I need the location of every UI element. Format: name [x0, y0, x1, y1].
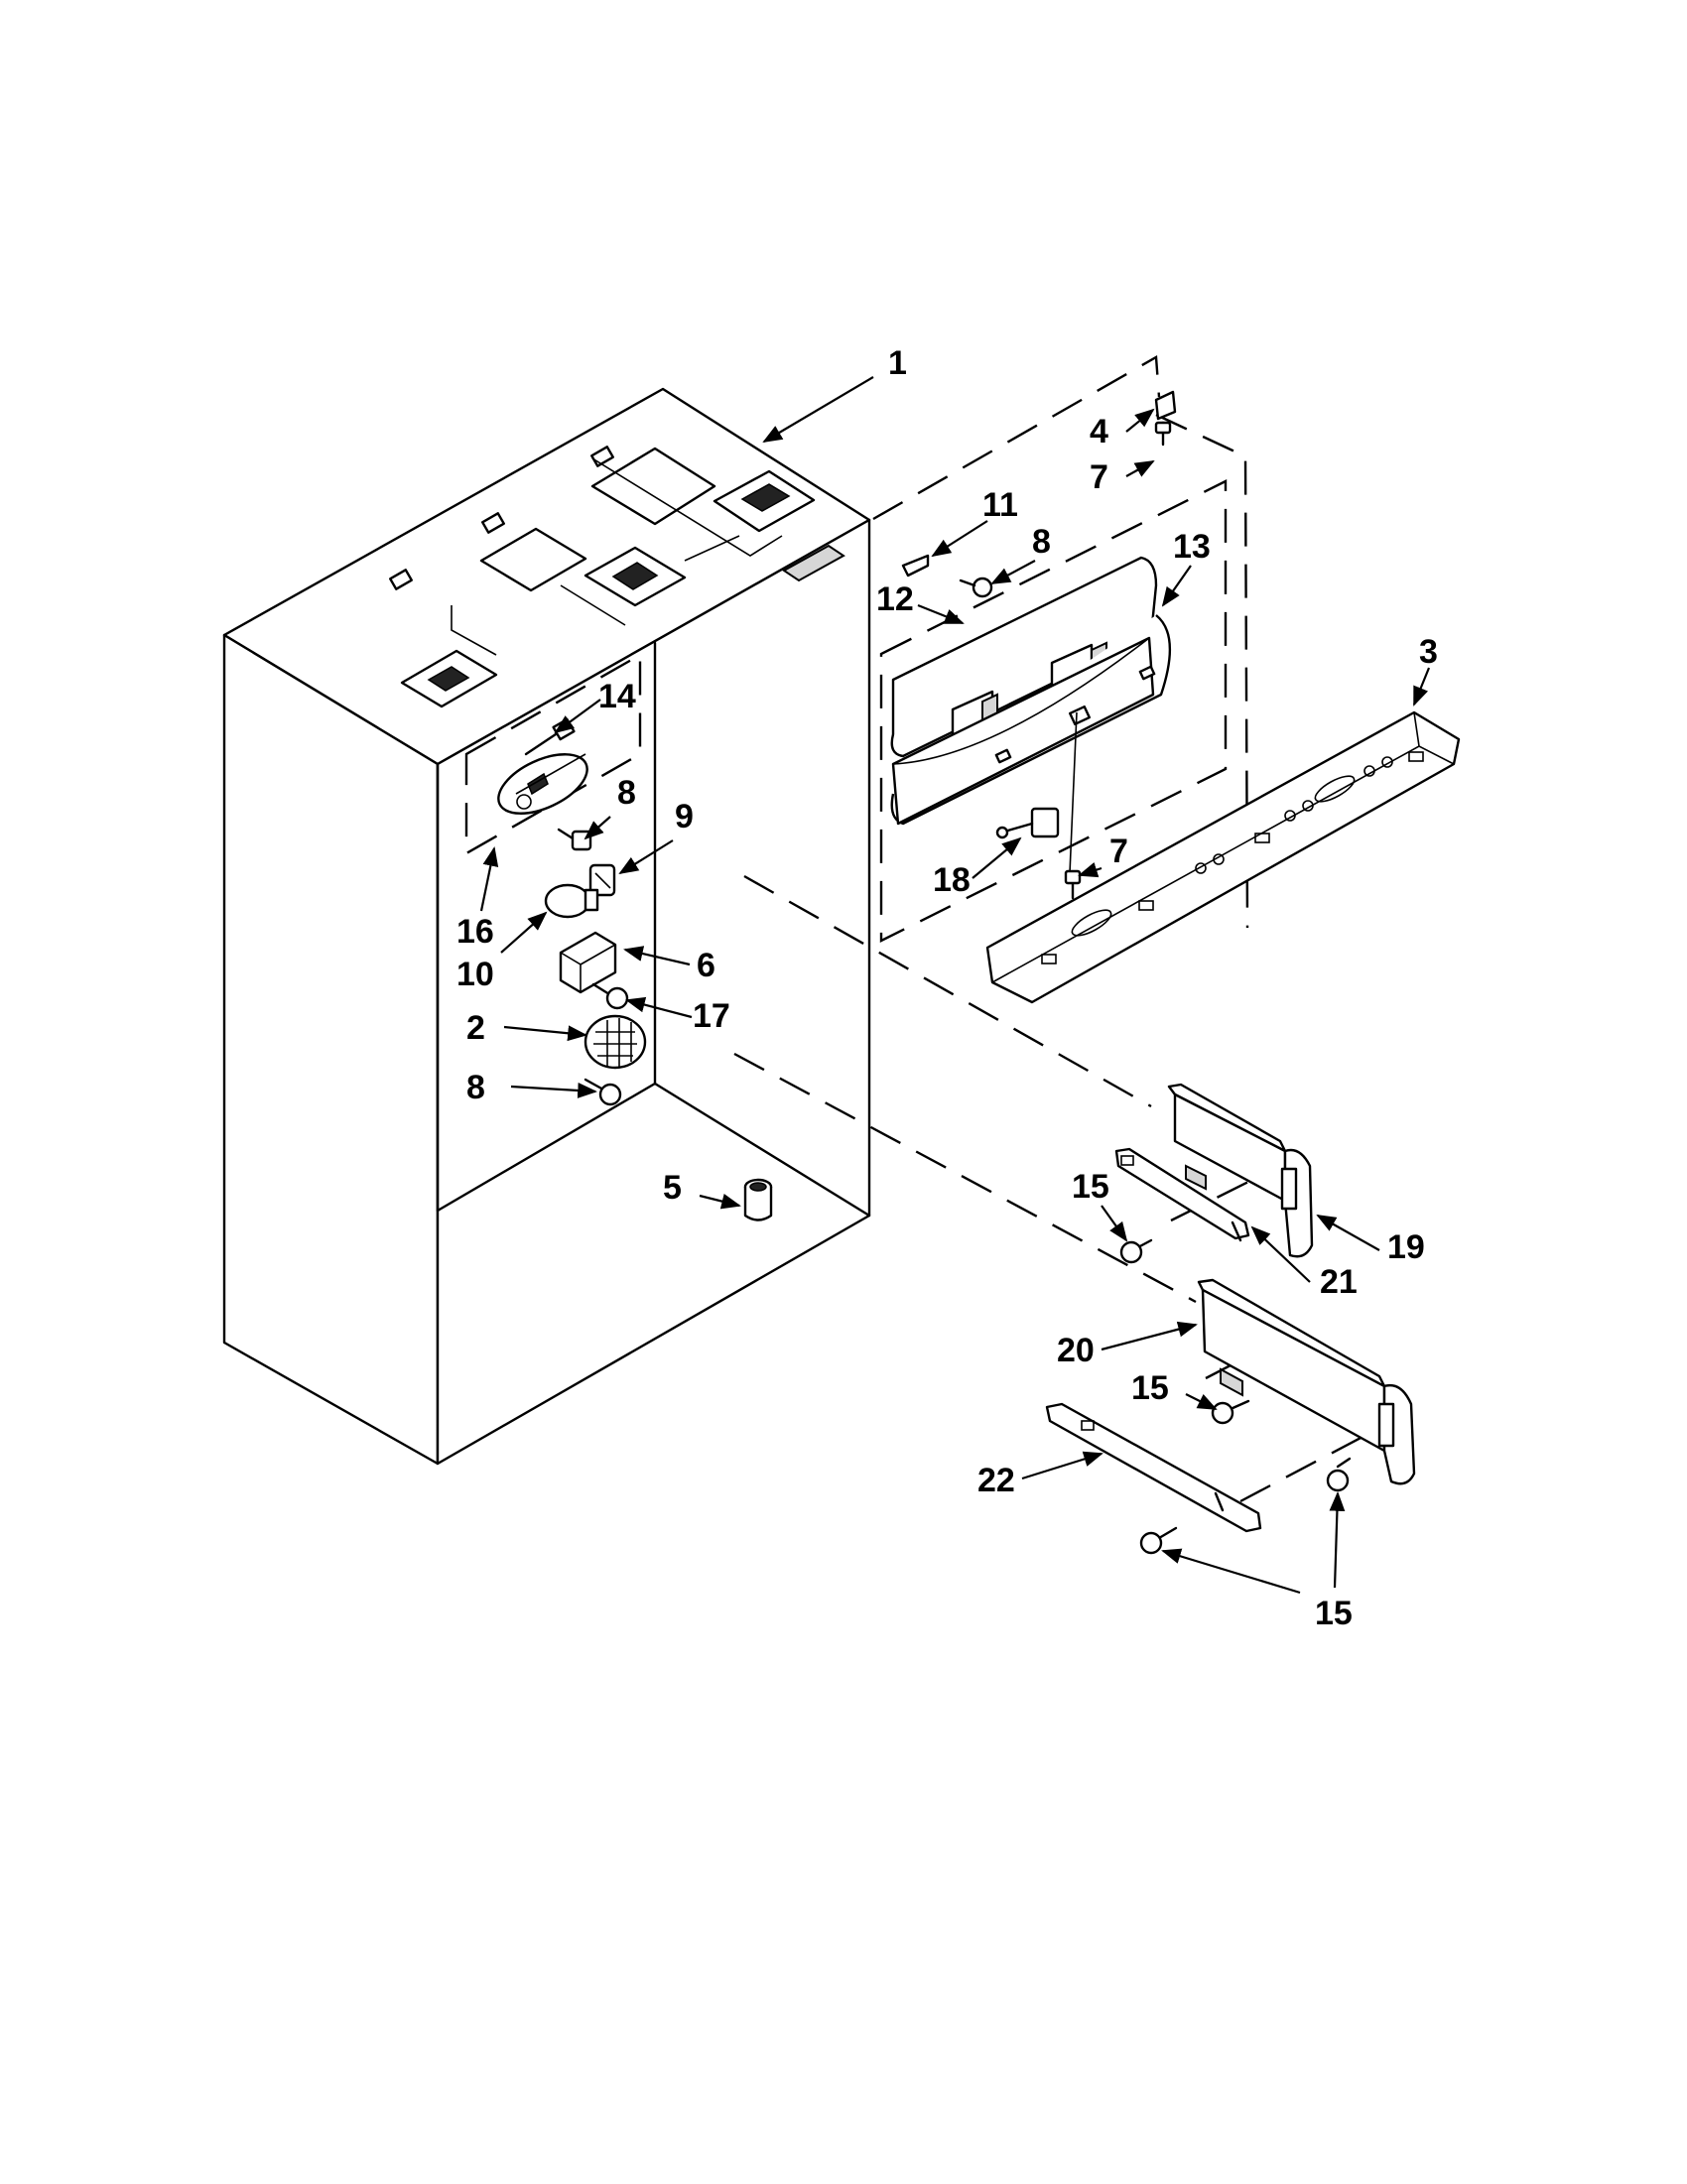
- callout-6: 6: [697, 947, 715, 984]
- drawer-slide-upper: [1114, 1147, 1250, 1242]
- callout-21: 21: [1320, 1263, 1358, 1301]
- callout-16: 16: [456, 913, 494, 951]
- callout-1: 1: [888, 344, 907, 382]
- callout-8-top: 8: [1032, 523, 1051, 561]
- callout-7-upper: 7: [1090, 458, 1108, 496]
- cabinet-rail: [985, 710, 1461, 1004]
- callout-14: 14: [598, 678, 636, 715]
- callout-5: 5: [663, 1169, 682, 1207]
- screw-15-upper: [1119, 1238, 1153, 1264]
- callout-3: 3: [1419, 633, 1438, 671]
- drawer-slide-lower: [1045, 1402, 1262, 1533]
- drain-cup: [743, 1178, 773, 1221]
- light-housing-assembly: [879, 390, 1228, 943]
- callout-8-control: 8: [617, 774, 636, 812]
- refrigerator-cabinet: [222, 387, 871, 1466]
- callout-15-middle: 15: [1131, 1369, 1169, 1407]
- callout-2: 2: [466, 1009, 485, 1047]
- callout-arrows: [479, 376, 1431, 1595]
- drawer-front-lower: [1197, 1278, 1416, 1485]
- callout-20: 20: [1057, 1332, 1095, 1369]
- callout-15-upper: 15: [1072, 1168, 1109, 1206]
- callout-labels: 1 2 3 4 5 6 7 7 8 8 8 9 10 11 12 13 14 1…: [456, 344, 1438, 1632]
- callout-10: 10: [456, 956, 494, 993]
- screw-15-left: [1139, 1526, 1178, 1555]
- callout-15-bottom: 15: [1315, 1595, 1353, 1632]
- drawer-front-upper: [1167, 1083, 1314, 1258]
- callout-11: 11: [982, 486, 1018, 524]
- light-socket-and-bulb: [544, 863, 616, 919]
- callout-12: 12: [876, 580, 914, 618]
- screw-15-middle: [1211, 1399, 1250, 1425]
- bracket: [559, 931, 617, 994]
- callout-18: 18: [933, 861, 971, 899]
- callout-19: 19: [1387, 1228, 1425, 1266]
- callout-17: 17: [693, 997, 730, 1035]
- light-shield: [584, 1014, 647, 1070]
- callout-13: 13: [1173, 528, 1211, 566]
- callout-7-lower: 7: [1109, 833, 1128, 870]
- callout-4: 4: [1090, 413, 1108, 450]
- callout-9: 9: [675, 798, 694, 835]
- callout-22: 22: [977, 1462, 1015, 1499]
- callout-8-lower: 8: [466, 1069, 485, 1106]
- screw-15-right: [1326, 1457, 1352, 1492]
